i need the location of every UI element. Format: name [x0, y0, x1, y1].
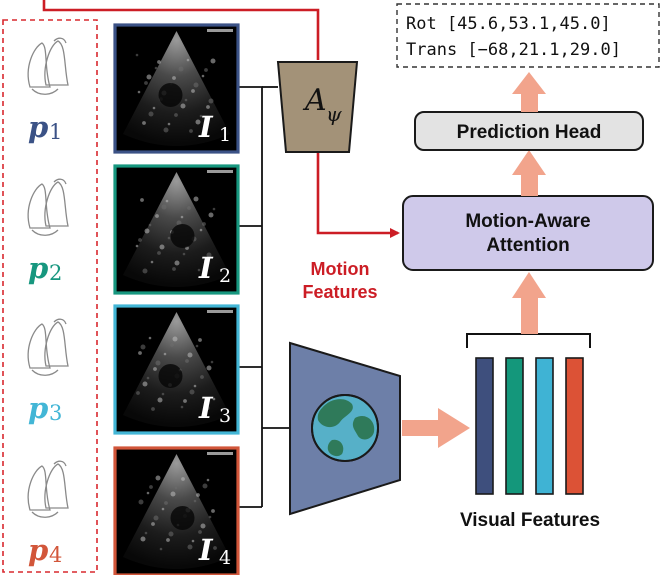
translation-output: Trans [−68,21.1,29.0] [406, 40, 621, 60]
pose-index-1: 1 [49, 120, 62, 144]
rotation-output: Rot [45.6,53.1,45.0] [406, 14, 611, 34]
pose-estimator-label: A [302, 83, 327, 118]
head-to-output-arrow [512, 72, 546, 112]
prediction-head-label: Prediction Head [457, 122, 602, 143]
motion-features-label-line1: Motion [311, 259, 370, 279]
pose-label-3: p [28, 391, 48, 425]
pose-label-1: p [28, 110, 48, 144]
feature-bars-group [475, 357, 584, 495]
motion-line-top [42, 0, 320, 60]
probe-pose-icon [27, 37, 69, 95]
image-index-2: 2 [219, 265, 231, 287]
globe-icon [311, 394, 379, 462]
pose-label-2: p [28, 251, 48, 285]
ultrasound-image-3 [113, 304, 240, 435]
ultrasound-image-2 [113, 164, 240, 295]
encoder-to-features-arrow [402, 408, 470, 448]
feature-bar-2 [505, 357, 524, 495]
features-to-attention-arrow [512, 272, 546, 334]
image-index-1: 1 [219, 124, 231, 146]
pose-index-2: 2 [49, 261, 62, 285]
pose-index-3: 3 [49, 401, 62, 425]
feature-bar-1 [475, 357, 494, 495]
attention-label-line2: Attention [486, 235, 569, 256]
pose-estimator-subscript: ψ [326, 102, 342, 126]
image-label-3: I [198, 391, 214, 425]
image-label-1: I [198, 110, 214, 144]
feature-bar-4 [565, 357, 584, 495]
visual-features-label: Visual Features [460, 510, 600, 531]
motion-features-arrow [316, 152, 400, 238]
pose-label-4: p [28, 533, 48, 567]
pose-output-box: Rot [45.6,53.1,45.0] Trans [−68,21.1,29.… [396, 3, 660, 68]
motion-features-label-line2: Features [302, 282, 377, 302]
image-label-4: I [198, 533, 214, 567]
ultrasound-image-1 [113, 23, 240, 154]
feature-bar-3 [535, 357, 554, 495]
ultrasound-image-4 [113, 446, 240, 575]
pose-column-frame [2, 19, 98, 573]
visual-encoder [289, 341, 401, 516]
motion-aware-attention-block: Motion-Aware Attention [402, 195, 654, 271]
attention-to-head-arrow [512, 150, 546, 196]
pose-index-4: 4 [49, 543, 62, 567]
feature-bracket [466, 333, 591, 348]
image-connector-bracket [238, 86, 290, 508]
image-label-2: I [198, 251, 214, 285]
probe-pose-icon [27, 178, 69, 236]
attention-label-line1: Motion-Aware [465, 211, 590, 232]
probe-pose-icon [27, 460, 69, 518]
pose-estimator-block: A ψ [276, 61, 359, 153]
image-index-3: 3 [219, 405, 231, 427]
image-index-4: 4 [219, 547, 231, 569]
probe-pose-icon [27, 318, 69, 376]
prediction-head-block: Prediction Head [414, 111, 644, 151]
